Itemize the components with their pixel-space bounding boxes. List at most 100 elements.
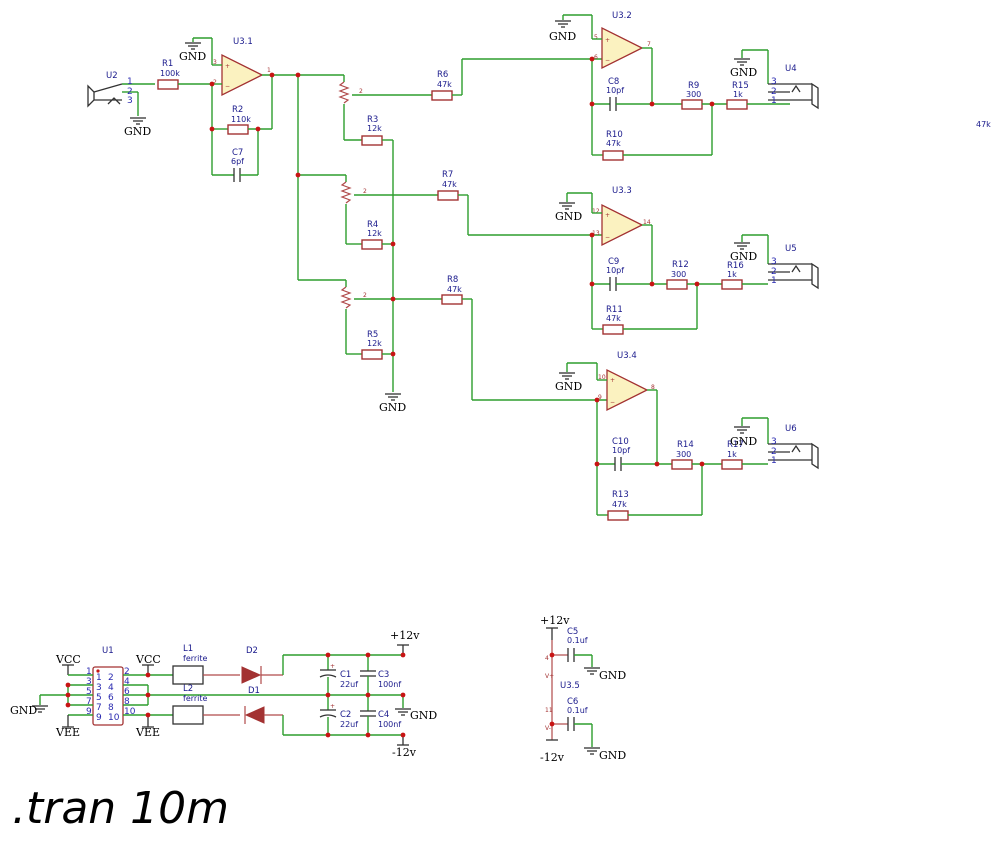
svg-text:−: − — [605, 234, 610, 241]
u3-2-label: U3.2 — [612, 11, 632, 21]
svg-text:2: 2 — [363, 188, 367, 195]
c10-value: 10pf — [612, 446, 630, 455]
capacitor-c6: GND C6 0.1uf — [552, 697, 626, 762]
opamp-u3-4: +− U3.4 10 9 8 GND — [555, 351, 658, 515]
diode-d2: D2 — [241, 646, 403, 684]
r2-ref: R2 — [232, 105, 243, 115]
r6-value: 47k — [437, 80, 452, 89]
resistor-r1: R1 100k — [157, 59, 212, 90]
l2-value: ferrite — [183, 694, 208, 703]
diode-d1: D1 — [244, 686, 403, 736]
resistor-r6: R6 47k — [431, 58, 602, 101]
u31-pin-plus: 3 — [213, 59, 217, 66]
resistor-r16: R16 1k — [721, 261, 768, 290]
r2-value: 110k — [231, 115, 251, 124]
u1-pin1-out: 1 — [86, 667, 92, 677]
resistor-r4: R4 12k — [361, 220, 393, 250]
potentiometer-1: 2 — [338, 75, 432, 141]
u1-pin3-out: 3 — [86, 677, 92, 687]
u1-pin6-out: 6 — [124, 687, 130, 697]
u31-pin-minus: 2 — [213, 79, 217, 86]
svg-text:−: − — [225, 83, 230, 90]
u6-pin3: 3 — [771, 437, 777, 447]
capacitor-c2: + C2 22uf — [319, 695, 358, 735]
c8-ref: C8 — [608, 77, 619, 87]
u1-pin8-in: 8 — [108, 703, 114, 713]
c6-ref: C6 — [567, 697, 578, 707]
l2-ref: L2 — [183, 684, 193, 694]
vcc-label-left: VCC — [55, 653, 81, 666]
svg-text:2: 2 — [363, 292, 367, 299]
l1-ref: L1 — [183, 644, 193, 654]
resistor-r2: R2 110k — [212, 105, 272, 135]
u6-pin2: 2 — [771, 447, 777, 457]
r4-value: 12k — [367, 229, 382, 238]
r14-ref: R14 — [677, 440, 694, 450]
u33-pin-plus: 12 — [592, 208, 600, 215]
r3-ref: R3 — [367, 115, 378, 125]
u2-pin2: 2 — [127, 87, 133, 97]
resistor-r10: R10 47k — [592, 104, 713, 161]
svg-text:+: + — [330, 663, 335, 670]
r9-ref: R9 — [688, 81, 699, 91]
u5-pin2: 2 — [771, 267, 777, 277]
svg-text:+: + — [330, 703, 335, 710]
r15-value: 1k — [733, 90, 743, 99]
input-jack-u2: U2 1 2 3 GND — [87, 71, 155, 138]
r17-value: 1k — [727, 450, 737, 459]
c9-ref: C9 — [608, 257, 619, 267]
u1-pin10-out: 10 — [124, 707, 136, 717]
gnd-label-u32: GND — [549, 30, 576, 43]
gnd-label-supply: GND — [410, 709, 437, 722]
u35-vminus: V- — [545, 725, 551, 732]
junction-dots — [65, 56, 715, 738]
u6-pin1: 1 — [771, 456, 777, 466]
pos12-label-supply: +12v — [390, 629, 420, 642]
capacitor-c9: C9 10pf — [592, 257, 667, 291]
u4-pin3: 3 — [771, 77, 777, 87]
u1-pin6-in: 6 — [108, 693, 114, 703]
r6-ref: R6 — [437, 70, 448, 80]
c2-value: 22uf — [340, 720, 358, 729]
vee-label-left: VEE — [55, 726, 80, 739]
c7-ref: C7 — [232, 148, 243, 158]
resistor-r12: R12 300 — [666, 260, 722, 290]
r1-ref: R1 — [162, 59, 173, 69]
resistor-r7: R7 47k — [437, 170, 602, 236]
u1-pin7-out: 7 — [86, 697, 92, 707]
u3-3-label: U3.3 — [612, 186, 632, 196]
svg-text:+: + — [605, 37, 610, 44]
u2-pin3: 3 — [127, 96, 133, 106]
resistor-r9: R9 300 — [681, 81, 727, 110]
u3-4-label: U3.4 — [617, 351, 637, 361]
u34-pin-out: 8 — [651, 384, 655, 391]
u34-pin-plus: 10 — [598, 374, 606, 381]
svg-text:+: + — [610, 377, 615, 384]
output-jack-u6: GND U6 3 2 1 — [730, 417, 819, 470]
c3-ref: C3 — [378, 670, 389, 680]
c8-value: 10pf — [606, 86, 624, 95]
u1-pin8-out: 8 — [124, 697, 130, 707]
capacitor-c8: C8 10pf — [592, 77, 682, 111]
u1-pin3-in: 3 — [96, 683, 102, 693]
c5-value: 0.1uf — [567, 636, 588, 645]
u35-pin4: 4 — [545, 655, 549, 662]
potentiometer-3: 2 — [340, 280, 442, 355]
r11-ref: R11 — [606, 305, 623, 315]
c2-ref: C2 — [340, 710, 351, 720]
c7-value: 6pf — [231, 157, 244, 166]
r4-ref: R4 — [367, 220, 378, 230]
u1-pin9-in: 9 — [96, 713, 102, 723]
c10-ref: C10 — [612, 437, 629, 447]
r12-value: 300 — [671, 270, 686, 279]
svg-text:+: + — [225, 63, 230, 70]
r8-ref: R8 — [447, 275, 458, 285]
u33-pin-minus: 13 — [592, 230, 600, 237]
u3-1-label: U3.1 — [233, 37, 253, 47]
r9-value: 300 — [686, 90, 701, 99]
gnd-label-u34: GND — [555, 380, 582, 393]
d2-ref: D2 — [246, 646, 258, 656]
u2-pin1: 1 — [127, 77, 133, 87]
gnd-label-c5: GND — [599, 669, 626, 682]
r7-value: 47k — [442, 180, 457, 189]
